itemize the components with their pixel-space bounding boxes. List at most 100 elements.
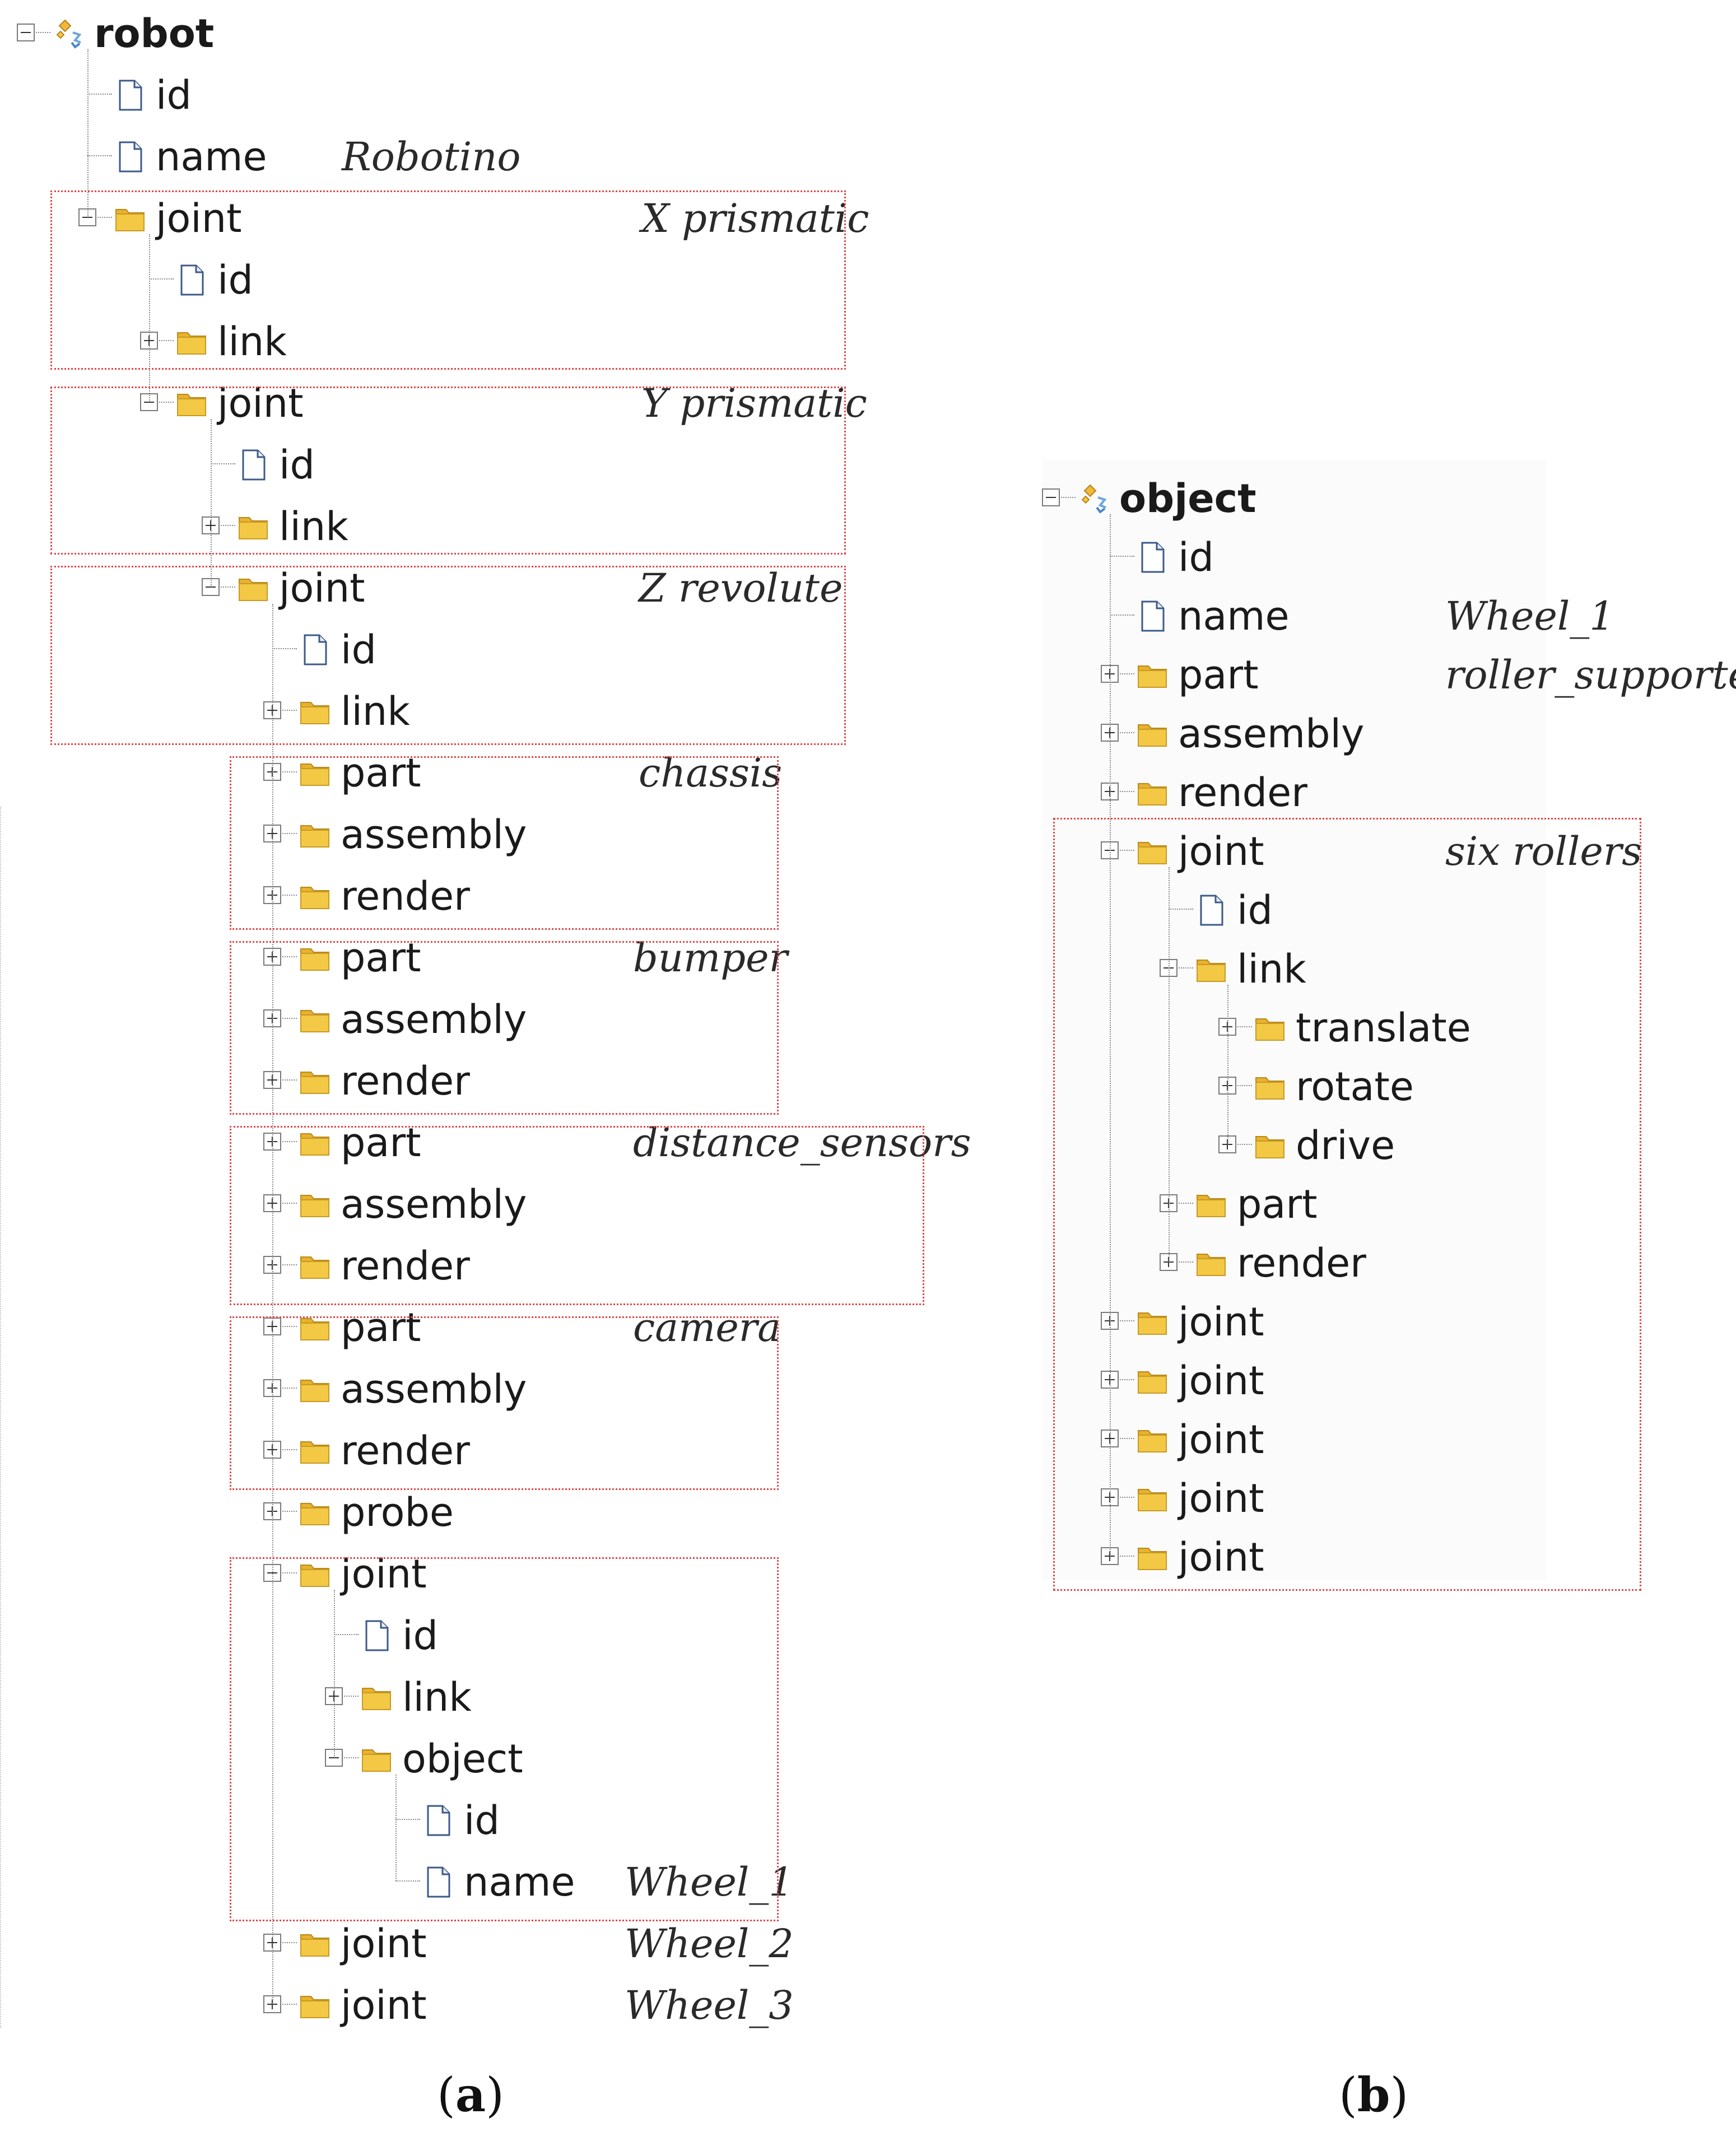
tree-node-drive[interactable]: drive [0,1118,1736,1174]
tree-node-id[interactable]: id [0,1608,1736,1664]
tree-node-link[interactable]: link [0,314,1736,370]
node-label[interactable]: joint [1178,1358,1264,1404]
node-label[interactable]: joint [1178,1299,1264,1345]
node-label[interactable]: render [341,1058,470,1104]
tree-node-render[interactable]: render [0,1053,1736,1109]
connector-line [282,1079,297,1081]
connector-line [1110,556,1134,557]
node-label[interactable]: joint [1178,1417,1264,1463]
node-label[interactable]: id [279,442,315,488]
tree-node-id[interactable]: id [0,67,1736,123]
node-label[interactable]: id [341,627,376,673]
tree-node-id[interactable]: id [0,882,1736,938]
node-label[interactable]: link [341,688,410,734]
node-label[interactable]: object [1119,476,1256,522]
node-label[interactable]: assembly [341,1366,527,1412]
node-label[interactable]: part [1237,1181,1318,1227]
node-label[interactable]: joint [156,195,242,241]
tree-node-joint[interactable]: joint [0,1412,1736,1468]
node-label[interactable]: render [341,1428,470,1474]
collapse-toggle-icon[interactable] [1042,488,1060,506]
node-label[interactable]: name [156,134,267,180]
node-label[interactable]: part [341,1305,421,1351]
tree-node-part[interactable]: part [0,1176,1736,1232]
node-annotation: Robotino [342,134,521,180]
node-label[interactable]: name [1178,593,1290,639]
node-label[interactable]: rotate [1296,1064,1414,1110]
node-label[interactable]: assembly [341,1181,527,1227]
node-label[interactable]: joint [1178,1534,1264,1580]
node-label[interactable]: drive [1296,1123,1395,1168]
node-label[interactable]: id [402,1613,438,1659]
tree-node-render[interactable]: render [0,1423,1736,1479]
tree-node-assembly[interactable]: assembly [0,706,1736,762]
tree-node-link[interactable]: link [0,941,1736,997]
node-label[interactable]: render [341,1243,470,1289]
tree-node-assembly[interactable]: assembly [0,807,1736,863]
connector-line [344,1696,359,1697]
node-label[interactable]: link [217,319,287,365]
tree-node-assembly[interactable]: assembly [0,991,1736,1047]
node-label[interactable]: name [464,1859,575,1905]
node-label[interactable]: joint [341,1982,427,2028]
node-label[interactable]: assembly [341,812,527,858]
node-label[interactable]: link [279,504,348,550]
node-label[interactable]: joint [1178,1475,1264,1521]
node-label[interactable]: joint [341,1921,427,1967]
tree-node-joint[interactable]: joint [0,1353,1736,1409]
node-label[interactable]: part [1178,652,1259,698]
highlight-box [230,941,779,1115]
node-label[interactable]: link [402,1674,472,1720]
tree-node-joint[interactable]: joint [0,1294,1736,1350]
expand-toggle-icon[interactable] [1160,1253,1177,1271]
tree-node-joint[interactable]: joint [0,1470,1736,1526]
highlight-box [230,756,779,930]
node-label[interactable]: id [156,72,192,118]
expand-toggle-icon[interactable] [1218,1135,1236,1153]
node-label[interactable]: joint [279,565,365,611]
node-label[interactable]: render [1237,1240,1366,1286]
node-label[interactable]: robot [94,11,215,57]
node-label[interactable]: link [1237,946,1306,992]
tree-node-robot[interactable]: robot [0,6,1736,62]
tree-node-name[interactable]: name Robotino [0,129,1736,185]
node-label[interactable]: probe [341,1489,454,1535]
tree-node-id[interactable]: id [0,437,1736,493]
node-label[interactable]: id [1178,534,1214,580]
tree-node-object[interactable]: object [0,471,1736,527]
node-label[interactable]: id [464,1798,500,1843]
tree-node-id[interactable]: id [0,622,1736,678]
tree-node-object[interactable]: object [0,1731,1736,1787]
tree-node-id[interactable]: id [0,1792,1736,1849]
connector-line [1061,497,1076,498]
tree-node-id[interactable]: id [0,529,1736,585]
caption-a: (a) [437,2067,504,2122]
folder-icon [1137,836,1168,867]
node-label[interactable]: render [341,873,470,919]
node-label[interactable]: render [1178,770,1307,816]
node-label[interactable]: assembly [1178,711,1365,757]
node-label[interactable]: joint [1178,828,1264,874]
node-label[interactable]: translate [1296,1005,1471,1051]
tree-node-render[interactable]: render [0,868,1736,924]
node-label[interactable]: object [402,1736,523,1782]
tree-node-id[interactable]: id [0,252,1736,308]
node-label[interactable]: id [1237,887,1273,933]
tree-node-render[interactable]: render [0,1235,1736,1291]
tree-guide-line [1110,514,1111,1556]
tree-node-assembly[interactable]: assembly [0,1361,1736,1417]
node-label[interactable]: assembly [341,997,527,1042]
tree-node-render[interactable]: render [0,765,1736,821]
collapse-toggle-icon[interactable] [17,24,35,41]
node-label[interactable]: id [217,257,253,303]
left-edge-guide [0,807,1,2028]
